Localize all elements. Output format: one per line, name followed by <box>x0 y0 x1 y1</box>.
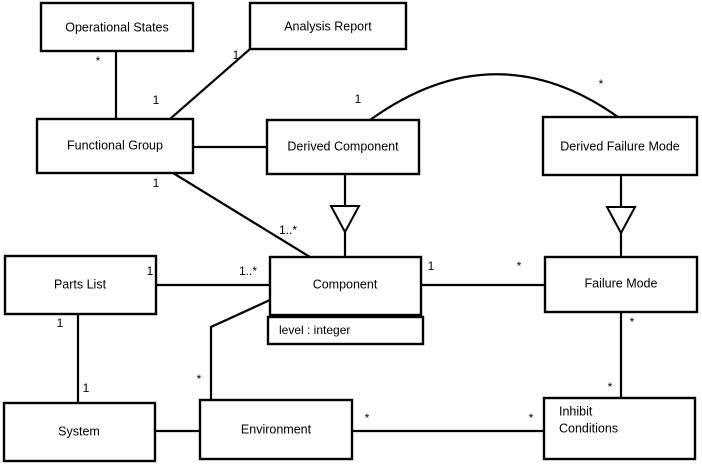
class-parts-list[interactable]: Parts List <box>3 254 158 316</box>
hollow-triangle-icon <box>605 206 637 236</box>
class-name-analysis-report: Analysis Report <box>284 19 372 33</box>
multiplicity-component-right: 1 <box>428 259 435 273</box>
class-system[interactable]: System <box>2 401 157 463</box>
generalization-layer <box>329 174 637 257</box>
class-name-derived-component: Derived Component <box>287 139 399 153</box>
class-name-inhibit-conditions-line1: Inhibit <box>559 404 593 418</box>
multiplicity-inhibit-conditions-left: * <box>529 411 534 425</box>
multiplicity-operational-states: * <box>96 54 101 68</box>
hollow-triangle-icon <box>329 205 361 235</box>
multiplicity-component-upper-left: 1..* <box>279 223 297 237</box>
association-layer <box>76 47 623 433</box>
multiplicity-functional-group-bottom: 1 <box>153 176 160 190</box>
multiplicity-parts-list-bottom: 1 <box>57 316 64 330</box>
class-name-component: Component <box>313 277 378 291</box>
class-name-parts-list: Parts List <box>54 277 107 291</box>
class-operational-states[interactable]: Operational States <box>39 1 195 53</box>
class-name-environment: Environment <box>241 422 312 436</box>
class-inhibit-conditions[interactable]: Inhibit Conditions <box>542 396 697 461</box>
component-attribute-level: level : integer <box>279 323 350 337</box>
association-functional-group-component[interactable] <box>171 171 312 259</box>
association-analysis-report-functional-group[interactable] <box>168 47 252 121</box>
association-derived-component-derived-failure-mode[interactable] <box>369 73 619 121</box>
class-component[interactable]: level : integer Component <box>266 255 425 346</box>
multiplicity-layer: * 1 1 1 * 1 1..* 1..* 1 1 1 1 * * * * * … <box>57 48 635 425</box>
multiplicity-analysis-report: 1 <box>233 48 240 62</box>
association-component-environment[interactable] <box>209 298 272 402</box>
class-name-functional-group: Functional Group <box>67 138 163 152</box>
multiplicity-parts-list-right: 1 <box>147 264 154 278</box>
class-derived-failure-mode[interactable]: Derived Failure Mode <box>541 115 699 177</box>
multiplicity-system-top: 1 <box>83 381 90 395</box>
multiplicity-environment-right: * <box>365 411 370 425</box>
multiplicity-failure-mode-left: * <box>517 259 522 273</box>
class-environment[interactable]: Environment <box>198 398 354 461</box>
component-attribute-compartment <box>266 315 425 346</box>
class-name-operational-states: Operational States <box>65 20 169 34</box>
generalization-derived-failure-mode-failure-mode[interactable] <box>605 175 637 257</box>
multiplicity-functional-group-top: 1 <box>153 93 160 107</box>
class-analysis-report[interactable]: Analysis Report <box>248 1 408 51</box>
class-name-system: System <box>58 424 100 438</box>
class-name-failure-mode: Failure Mode <box>585 276 658 290</box>
generalization-derived-component-component[interactable] <box>329 174 361 257</box>
multiplicity-derived-failure-mode: * <box>599 77 604 91</box>
class-derived-component[interactable]: Derived Component <box>265 118 421 176</box>
class-functional-group[interactable]: Functional Group <box>35 117 195 175</box>
multiplicity-inhibit-conditions-top: * <box>608 380 613 394</box>
class-name-derived-failure-mode: Derived Failure Mode <box>560 139 680 153</box>
multiplicity-component-left: 1..* <box>239 264 257 278</box>
class-failure-mode[interactable]: Failure Mode <box>543 255 699 314</box>
multiplicity-derived-component: 1 <box>355 92 362 106</box>
class-name-inhibit-conditions-line2: Conditions <box>559 421 618 435</box>
multiplicity-failure-mode-bottom: * <box>630 315 635 329</box>
multiplicity-environment-top: * <box>197 372 202 386</box>
